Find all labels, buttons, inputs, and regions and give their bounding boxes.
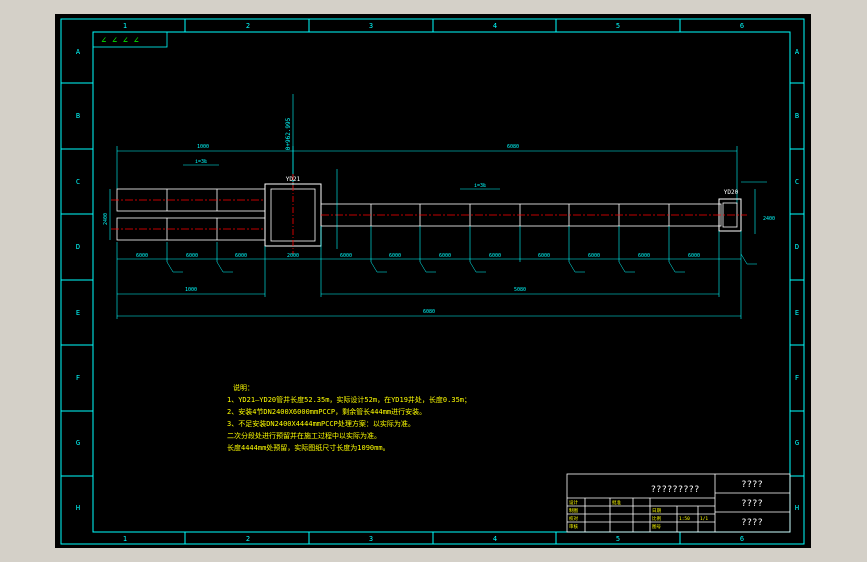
segment-dim: 6000: [638, 253, 650, 259]
dim-overall-top: 6080: [507, 144, 519, 150]
side-dimensions: [109, 169, 767, 249]
note-line: 二次分段处进行预留并在施工过程中以实际为准。: [227, 431, 381, 440]
chainage-label: 0+962.995: [285, 117, 292, 150]
tb-cell: 1/1: [700, 516, 708, 522]
dim-left-bottom: 1000: [185, 287, 197, 293]
col-label-top: 5: [616, 22, 620, 30]
tb-cell: 审核: [569, 523, 578, 530]
cad-drawing-canvas[interactable]: 1 2 3 4 5 6 1 2 3 4 5 6 A B C D E F G H …: [55, 14, 811, 548]
segment-dim: 6000: [489, 253, 501, 259]
tb-cell: 批准: [612, 499, 621, 506]
col-label-top: 1: [123, 22, 127, 30]
tb-cell: 日期: [652, 508, 661, 514]
slope-right: i=3‰: [474, 183, 487, 189]
col-label-top: 2: [246, 22, 250, 30]
row-label-right: G: [795, 439, 799, 447]
tb-cell: 比例: [652, 515, 661, 522]
notes-title: 说明：: [233, 383, 254, 392]
row-label-right: E: [795, 309, 799, 317]
row-label-right: A: [795, 48, 800, 56]
tb-cell: 设计: [569, 499, 578, 506]
tb-cell: 1:50: [679, 516, 690, 522]
centerlines: [111, 199, 747, 230]
segment-dim: 6000: [389, 253, 401, 259]
bottom-dimensions: [116, 226, 742, 319]
tb-cell: 校对: [569, 515, 578, 522]
row-label-left: E: [76, 309, 80, 317]
row-dividers: [61, 82, 804, 477]
segment-dim: 6000: [588, 253, 600, 259]
well-dim: 2000: [287, 253, 299, 259]
note-line: 长度4444mm处预留，实际图纸尺寸长度为1090mm。: [227, 443, 390, 452]
row-label-left: B: [76, 112, 80, 120]
cad-drawing: 1 2 3 4 5 6 1 2 3 4 5 6 A B C D E F G H …: [60, 18, 805, 545]
row-label-right: C: [795, 178, 799, 186]
dim-overall-bottom: 6080: [423, 309, 435, 315]
column-dividers: [184, 19, 681, 544]
row-label-left: G: [76, 439, 80, 447]
row-label-left: H: [76, 504, 80, 512]
col-label-top: 3: [369, 22, 373, 30]
title-block: [566, 473, 791, 533]
row-label-left: A: [76, 48, 81, 56]
dim-side-right: 2400: [763, 216, 775, 222]
top-dimension: [116, 146, 738, 204]
note-line: 3、不足安装DN2400X4444mmPCCP处理方案：以实际为准。: [227, 419, 415, 428]
column-labels: 1 2 3 4 5 6 1 2 3 4 5 6: [123, 22, 744, 543]
tb-cell: 制图: [569, 507, 578, 514]
inner-frame: [92, 31, 791, 533]
col-label-bottom: 3: [369, 535, 373, 543]
note-line: 2、安装4节DN2400X6000mmPCCP，剩余管长444mm进行安装。: [227, 407, 426, 416]
col-label-bottom: 6: [740, 535, 744, 543]
note-line: 1、YD21—YD20管井长度52.35m，实际设计52m，在YD19井处，长度…: [227, 395, 471, 404]
title-block-cells: 设计 制图 校对 审核 批准 日期 比例 图号 1:50 1/1: [569, 499, 708, 530]
bottom-dim-labels: 6000 6000 6000 2000 6000 6000 6000 6000 …: [136, 253, 700, 315]
row-label-right: F: [795, 374, 799, 382]
notes-block: 说明： 1、YD21—YD20管井长度52.35m，实际设计52m，在YD19井…: [227, 383, 471, 452]
outer-frame: [60, 18, 805, 545]
row-label-left: F: [76, 374, 80, 382]
segment-dim: 6000: [688, 253, 700, 259]
leader-flags: [166, 253, 757, 273]
project-name: ????: [741, 499, 763, 509]
dim-side-left: 2400: [103, 213, 109, 225]
row-labels: A B C D E F G H A B C D E F G H: [76, 48, 800, 512]
left-pipes: [116, 188, 266, 241]
slope-left: i=3‰: [195, 159, 208, 165]
row-label-right: D: [795, 243, 799, 251]
row-label-left: D: [76, 243, 80, 251]
revision-box: [92, 31, 168, 48]
shaft-yd20-label: YD20: [724, 189, 739, 196]
row-label-right: H: [795, 504, 799, 512]
segment-dim: 6000: [186, 253, 198, 259]
col-label-bottom: 5: [616, 535, 620, 543]
col-label-top: 4: [493, 22, 497, 30]
segment-dim: 6000: [136, 253, 148, 259]
drawing-name: ?????????: [651, 485, 700, 495]
col-label-bottom: 4: [493, 535, 497, 543]
tb-cell: 图号: [652, 524, 661, 530]
segment-dim: 6000: [235, 253, 247, 259]
col-label-bottom: 2: [246, 535, 250, 543]
row-label-left: C: [76, 178, 80, 186]
segment-dim: 6000: [538, 253, 550, 259]
dim-right-bottom: 5080: [514, 287, 526, 293]
col-label-bottom: 1: [123, 535, 127, 543]
segment-dim: 6000: [340, 253, 352, 259]
revision-marks: ∠ ∠ ∠ ∠: [101, 36, 139, 46]
sheet-name: ????: [741, 518, 763, 528]
col-label-top: 6: [740, 22, 744, 30]
segment-dim: 6000: [439, 253, 451, 259]
dim-left-top: 1000: [197, 144, 209, 150]
row-label-right: B: [795, 112, 799, 120]
company-name: ????: [741, 480, 763, 490]
